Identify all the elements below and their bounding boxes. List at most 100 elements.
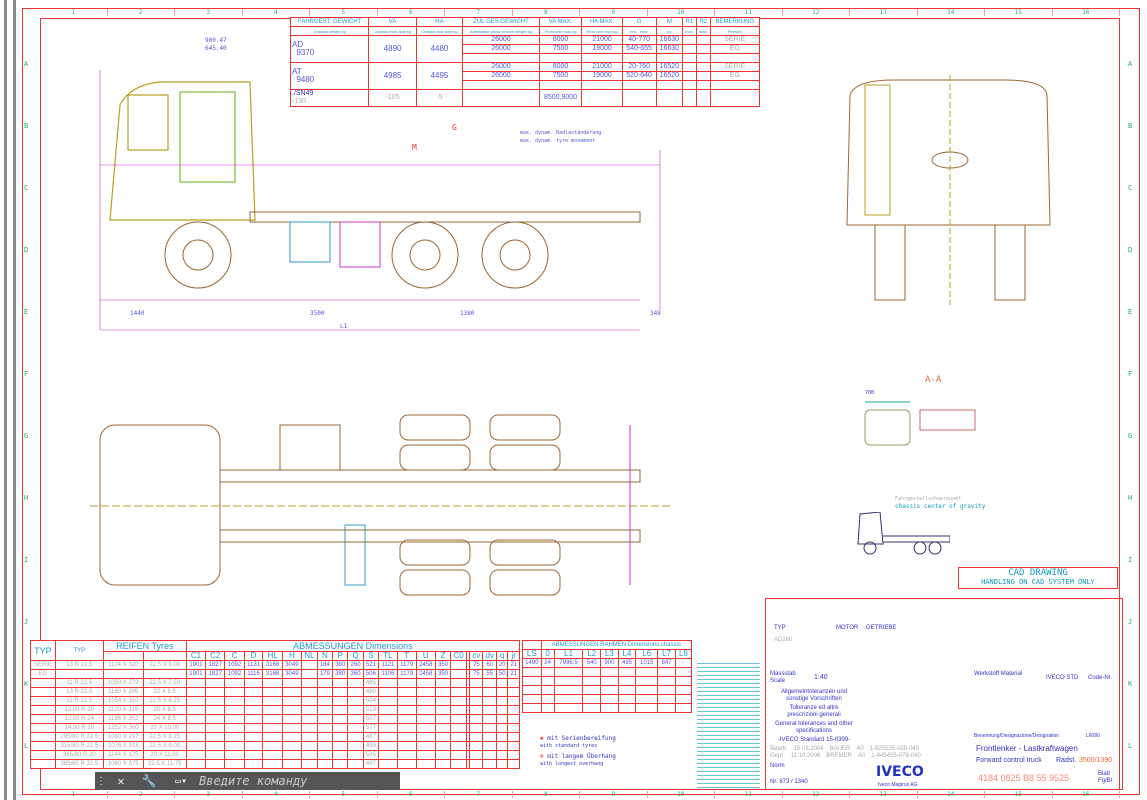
cell: 487 <box>362 732 380 742</box>
weight-header: M <box>655 17 684 27</box>
grid-column-number: 8 <box>513 791 580 798</box>
cell: 540-655 <box>621 44 657 54</box>
cell: 20 <box>495 660 509 670</box>
cell: 1827 <box>205 669 226 679</box>
cell: 2458 <box>415 669 436 679</box>
tb-name-de: Frontlenker - Lastkraftwagen <box>976 744 1078 753</box>
tb-tol-en: General tolerances and other specificati… <box>775 721 853 734</box>
tank <box>289 221 331 263</box>
col-header: q <box>495 651 509 661</box>
dim: 645.40 <box>205 45 227 52</box>
grid-column-number: 11 <box>715 9 783 16</box>
viewport-border <box>4 0 16 800</box>
legend1: mit Serienbereifung <box>547 735 616 742</box>
section-title: A-A <box>925 375 942 385</box>
col-header: LS <box>522 649 542 659</box>
grid-row-letter: I <box>1128 556 1133 564</box>
tb-scale: 1:40 <box>814 674 828 681</box>
section-dim: 700 <box>865 390 875 396</box>
battery-box <box>339 221 381 268</box>
tb-sheet: Blatt Fg/Bl <box>1098 771 1113 784</box>
cell: 26000 <box>462 71 540 81</box>
front-axle-weight: 4890 <box>368 35 417 63</box>
date-cell: 1-825525-028-040 <box>869 746 920 752</box>
cell: 506 <box>362 669 380 679</box>
cell <box>301 660 318 670</box>
weight-subheader: Front axle max kg <box>538 26 583 36</box>
col-header: D <box>243 651 264 661</box>
command-line-bar: ⋮ ✕ 🔧 ▭▾ <box>95 772 400 790</box>
tb-tol-it: Tolleranze ed altre prescrizioni general… <box>787 705 841 718</box>
cell: 1054 X 310 <box>102 696 144 706</box>
command-input[interactable] <box>199 774 399 788</box>
cell: 16520 <box>655 71 684 81</box>
cell <box>30 732 56 742</box>
grid-column-number: 6 <box>378 9 445 16</box>
cell: 380 <box>332 669 349 679</box>
cell <box>450 669 467 679</box>
cell: 1060 X 375 <box>102 759 144 769</box>
date-cell: Gepr. <box>770 753 785 759</box>
wrench-icon[interactable]: 🔧 <box>141 774 157 788</box>
chassis-frame <box>249 211 641 223</box>
weight-subheader: Chassis weight kg <box>289 26 370 36</box>
front-wheel <box>164 221 232 289</box>
grid-row-letter: C <box>24 184 29 192</box>
weight-header: VA <box>368 17 417 27</box>
tb-name-en: Forward control truck <box>976 757 1042 764</box>
cell: 1076 X 318 <box>102 741 144 751</box>
close-icon[interactable]: ✕ <box>117 774 125 788</box>
grid-row-letter: E <box>24 308 29 316</box>
grid-column-number: 10 <box>648 791 715 798</box>
cell: 20-760 <box>621 62 657 72</box>
cell: 350 <box>434 660 452 670</box>
cab-outline <box>109 81 256 221</box>
command-history-icon[interactable]: ▭▾ <box>174 775 188 787</box>
tb-radst-label: Radst. <box>1056 757 1077 764</box>
grid-column-number: 16 <box>1053 9 1120 16</box>
tb-motor: MOTOR <box>836 625 859 631</box>
cell: 22.5 X 8.25 <box>142 696 187 706</box>
grid-row-letter: L <box>1128 742 1133 750</box>
cog-label-en: chassis center of gravity <box>895 503 986 510</box>
tb-code-value: L6080 <box>1086 733 1100 739</box>
copyright-notice <box>697 660 760 788</box>
cell: 26000 <box>462 44 540 54</box>
cell: 16630 <box>655 44 684 54</box>
top-view-drawing <box>90 414 670 596</box>
cell: 21000 <box>581 62 623 72</box>
dim: 1440 <box>130 310 145 317</box>
grid-row-letter: J <box>1128 618 1133 626</box>
col-header: Z <box>434 651 452 661</box>
cell: 497 <box>362 759 380 769</box>
cell <box>102 669 144 679</box>
cell <box>30 750 56 760</box>
weight-header: HA <box>415 17 464 27</box>
cog-label-de: Fahrgestellschwerpunkt <box>895 496 962 502</box>
tb-radst: 3500/1390 <box>1079 757 1113 764</box>
weight-subheader: kg <box>655 26 684 36</box>
cell: 900 <box>600 658 619 668</box>
col-header: H <box>281 651 303 661</box>
cell: 13 R 22.5 <box>54 687 104 697</box>
drag-handle-icon[interactable]: ⋮ <box>96 775 106 787</box>
col-header: cv <box>469 651 484 661</box>
chassis-weight: 9370 <box>296 48 315 57</box>
cell: 1116 <box>243 669 264 679</box>
grid-row-letter: D <box>24 246 29 254</box>
weight-subheader: Admissible gross vehicle weight kg <box>462 26 540 36</box>
cell: 22.5 X 9.00 <box>142 741 187 751</box>
cell: 260 <box>347 660 364 670</box>
tb-standard: -IVECO Standard 15-0399- <box>777 737 851 743</box>
cell: EG <box>30 669 56 679</box>
cell: 1092 <box>224 669 245 679</box>
cell: 1131 <box>243 660 264 670</box>
cell: 1080 X 297 <box>102 732 144 742</box>
cell: 1901 <box>185 669 207 679</box>
cell: 535 <box>362 750 380 760</box>
col-header: T <box>396 651 417 661</box>
col-header: N <box>316 651 334 661</box>
cell: 26000 <box>462 62 540 72</box>
